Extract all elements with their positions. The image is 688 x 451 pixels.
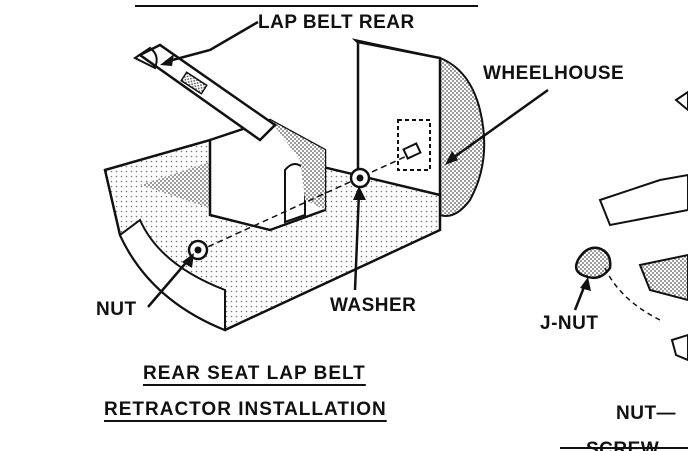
retractor-shade (270, 120, 325, 210)
label-washer: WASHER (330, 295, 417, 316)
leader-lap-belt (164, 20, 259, 64)
j-nut-dashed-path (604, 267, 661, 321)
right-panel-lower (638, 253, 688, 302)
label-lap-belt-rear: LAP BELT REAR (258, 12, 415, 33)
belt-latch (180, 71, 208, 95)
leader-wheelhouse (449, 88, 549, 162)
label-wheelhouse: WHEELHOUSE (483, 63, 625, 84)
retractor-slot (284, 163, 306, 224)
caption-line-2: RETRACTOR INSTALLATION (104, 399, 387, 420)
label-j-nut: J-NUT (540, 313, 599, 334)
right-panel-upper (598, 173, 688, 227)
caption-line-1: REAR SEAT LAP BELT (143, 363, 366, 384)
wheelhouse-panel (351, 38, 486, 217)
right-panel-edge (674, 90, 688, 112)
label-nut: NUT (96, 299, 137, 320)
belt-webbing (137, 43, 277, 142)
leader-nut (147, 257, 191, 308)
bolt-head (402, 142, 422, 160)
j-nut-part (574, 246, 612, 279)
label-screw-partial: SCREW (586, 440, 660, 451)
plate-hole (397, 119, 431, 171)
pan-front-lip (118, 218, 226, 332)
right-bracket (670, 333, 688, 362)
bolt-axis (189, 149, 421, 256)
label-nut-right: NUT— (616, 403, 677, 424)
belt-buckle (133, 46, 158, 70)
leader-washer (353, 191, 361, 291)
